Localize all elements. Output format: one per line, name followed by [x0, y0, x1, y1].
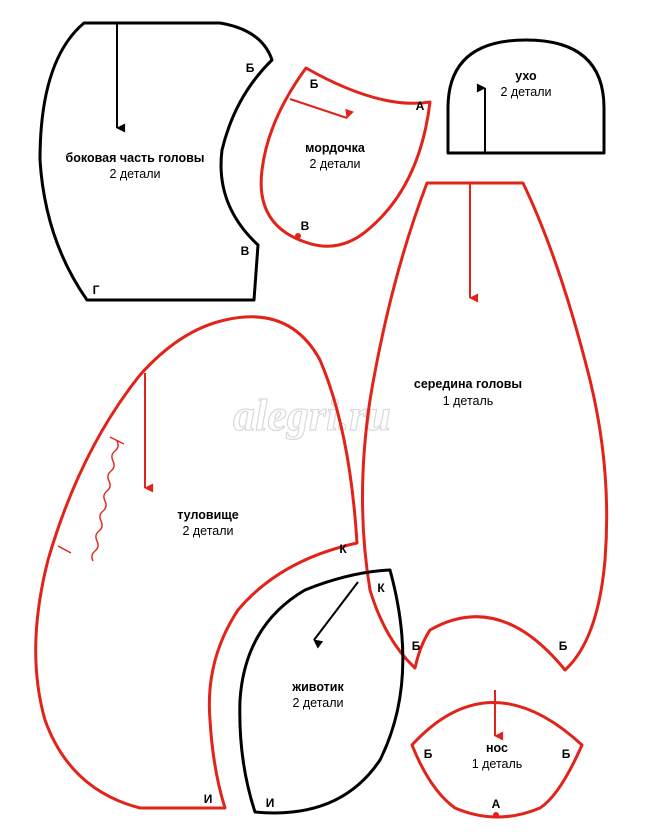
grain-arrow [289, 98, 354, 119]
mark-b: Б [412, 639, 421, 653]
opening-wavy-line [91, 440, 119, 562]
mark-b: Б [246, 61, 255, 75]
belly-count: 2 детали [292, 696, 343, 710]
mark-b: Б [562, 747, 571, 761]
ear-name: ухо [515, 69, 537, 83]
nose-outline [410, 701, 584, 819]
muzzle-outline [259, 66, 432, 248]
mark-a: А [492, 797, 501, 811]
mark-k: К [339, 542, 347, 556]
ear-count: 2 детали [500, 85, 551, 99]
side-head-outline [38, 21, 274, 302]
mark-b: Б [424, 747, 433, 761]
muzzle-name: мордочка [305, 141, 366, 155]
mark-a: А [416, 99, 425, 113]
head-center-outline [361, 181, 609, 672]
grain-arrow [313, 581, 359, 649]
piece-muzzle: мордочка 2 детали Б А В [259, 66, 432, 248]
mark-k: К [377, 581, 385, 595]
mark-point [295, 233, 301, 239]
nose-name: нос [486, 741, 508, 755]
mark-i: И [204, 792, 213, 806]
belly-name: животик [291, 680, 344, 694]
mark-point [493, 812, 499, 818]
belly-outline [238, 568, 405, 815]
nose-count: 1 деталь [472, 757, 523, 771]
piece-ear: ухо 2 детали [446, 38, 606, 155]
head-center-count: 1 деталь [443, 394, 494, 408]
side-head-count: 2 детали [109, 167, 160, 181]
mark-v: В [241, 244, 250, 258]
muzzle-count: 2 детали [309, 157, 360, 171]
opening-tick-bottom [57, 545, 72, 554]
piece-body: туловище 2 детали К И [34, 315, 359, 810]
mark-g: Г [93, 283, 100, 297]
mark-b: Б [559, 639, 568, 653]
mark-v: В [301, 219, 310, 233]
body-outline [34, 315, 359, 810]
opening-tick-top [109, 436, 125, 445]
side-head-name: боковая часть головы [66, 151, 205, 165]
piece-head-center: середина головы 1 деталь Б Б [361, 181, 609, 672]
mark-i: И [266, 796, 275, 810]
mark-b: Б [310, 77, 319, 91]
piece-nose: нос 1 деталь Б Б А [410, 690, 584, 819]
ear-outline [446, 38, 606, 155]
piece-belly: животик 2 детали К И [238, 568, 405, 815]
piece-side-head: боковая часть головы 2 детали Б В Г [38, 21, 274, 302]
body-name: туловище [177, 508, 239, 522]
body-count: 2 детали [182, 524, 233, 538]
head-center-name: середина головы [414, 377, 522, 391]
watermark: alegri.ru [233, 391, 391, 440]
